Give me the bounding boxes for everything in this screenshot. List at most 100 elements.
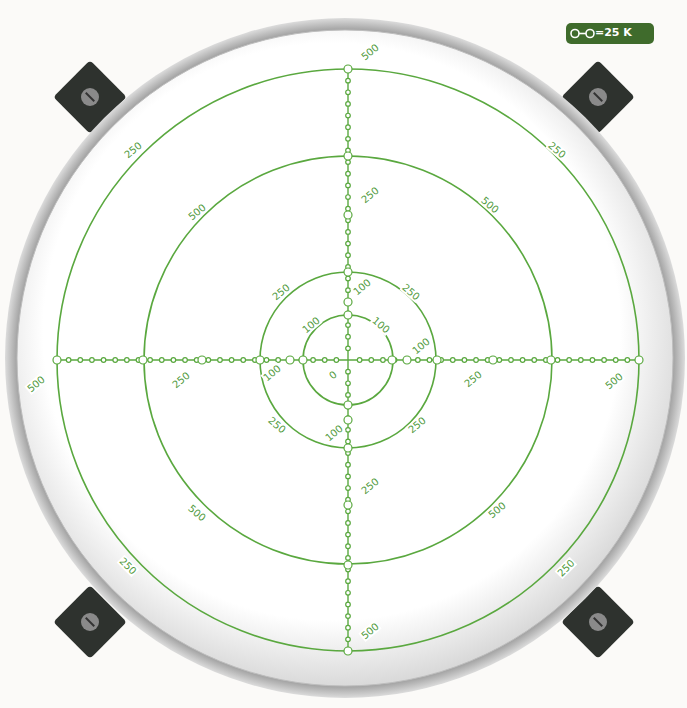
axis-marker — [381, 358, 386, 363]
axis-marker — [497, 358, 502, 363]
axis-marker — [388, 356, 396, 364]
axis-marker — [346, 276, 351, 281]
axis-marker — [590, 358, 595, 363]
axis-marker — [311, 358, 316, 363]
axis-marker — [567, 358, 572, 363]
axis-marker — [159, 358, 164, 363]
axis-marker — [346, 579, 351, 584]
axis-marker — [346, 614, 351, 619]
axis-marker — [78, 358, 83, 363]
axis-marker — [53, 356, 61, 364]
axis-marker — [101, 358, 106, 363]
axis-marker — [344, 311, 352, 319]
axis-marker — [346, 462, 351, 467]
axis-marker — [218, 358, 223, 363]
axis-marker — [403, 356, 411, 364]
axis-marker — [344, 298, 352, 306]
axis-marker — [322, 358, 327, 363]
axis-marker — [171, 358, 176, 363]
axis-marker — [90, 358, 95, 363]
axis-markers — [53, 65, 643, 655]
scale-legend: =25 K — [566, 23, 654, 44]
axis-marker — [344, 561, 352, 569]
axis-marker — [344, 501, 352, 509]
axis-marker — [334, 358, 339, 363]
axis-marker — [369, 358, 374, 363]
axis-marker — [625, 358, 630, 363]
axis-marker — [286, 356, 294, 364]
axis-marker — [346, 637, 351, 642]
axis-marker — [346, 602, 351, 607]
axis-marker — [555, 358, 560, 363]
axis-marker — [346, 125, 351, 130]
axis-marker — [346, 183, 351, 188]
axis-marker — [346, 102, 351, 107]
axis-marker — [635, 356, 643, 364]
axis-marker — [346, 323, 351, 328]
axis-marker — [344, 211, 352, 219]
axis-marker — [241, 358, 246, 363]
axis-marker — [416, 358, 421, 363]
axis-marker — [344, 647, 352, 655]
axis-marker — [346, 195, 351, 200]
axis-marker — [462, 358, 467, 363]
axis-marker — [532, 358, 537, 363]
axis-marker — [346, 206, 351, 211]
axis-marker — [66, 358, 71, 363]
axis-marker — [344, 444, 352, 452]
axis-marker — [344, 152, 352, 160]
scope-rim — [5, 18, 685, 698]
axis-marker — [346, 346, 351, 351]
axis-marker — [613, 358, 618, 363]
axis-marker — [520, 358, 525, 363]
axis-lines — [57, 69, 639, 651]
axis-marker — [344, 401, 352, 409]
axis-marker — [509, 358, 514, 363]
axis-marker — [346, 544, 351, 549]
axis-marker — [346, 253, 351, 258]
axis-marker — [346, 241, 351, 246]
axis-marker — [346, 509, 351, 514]
axis-marker — [346, 78, 351, 83]
axis-marker — [346, 137, 351, 142]
axis-marker — [344, 268, 352, 276]
axis-marker — [229, 358, 234, 363]
range-rings — [57, 69, 639, 651]
axis-marker — [474, 358, 479, 363]
axis-marker — [206, 358, 211, 363]
legend-text: =25 K — [595, 26, 632, 40]
axis-marker — [125, 358, 130, 363]
axis-marker — [346, 171, 351, 176]
axis-marker — [427, 358, 432, 363]
axis-marker — [113, 358, 118, 363]
axis-marker — [346, 439, 351, 444]
axis-marker — [450, 358, 455, 363]
axis-marker — [346, 474, 351, 479]
axis-marker — [547, 356, 555, 364]
axis-marker — [148, 358, 153, 363]
axis-marker — [346, 334, 351, 339]
axis-marker — [139, 356, 147, 364]
axis-marker — [198, 356, 206, 364]
axis-marker — [344, 416, 352, 424]
axis-marker — [264, 358, 269, 363]
axis-marker — [346, 369, 351, 374]
axis-marker — [579, 358, 584, 363]
axis-marker — [346, 393, 351, 398]
axis-marker — [346, 625, 351, 630]
axis-marker — [183, 358, 188, 363]
axis-marker — [346, 521, 351, 526]
axis-marker — [346, 230, 351, 235]
axis-marker — [489, 356, 497, 364]
axis-marker — [602, 358, 607, 363]
axis-marker — [433, 356, 441, 364]
axis-marker — [346, 556, 351, 561]
axis-marker — [256, 356, 264, 364]
axis-marker — [346, 532, 351, 537]
axis-marker — [346, 113, 351, 118]
axis-marker — [346, 381, 351, 386]
axis-marker — [357, 358, 362, 363]
axis-marker — [346, 591, 351, 596]
